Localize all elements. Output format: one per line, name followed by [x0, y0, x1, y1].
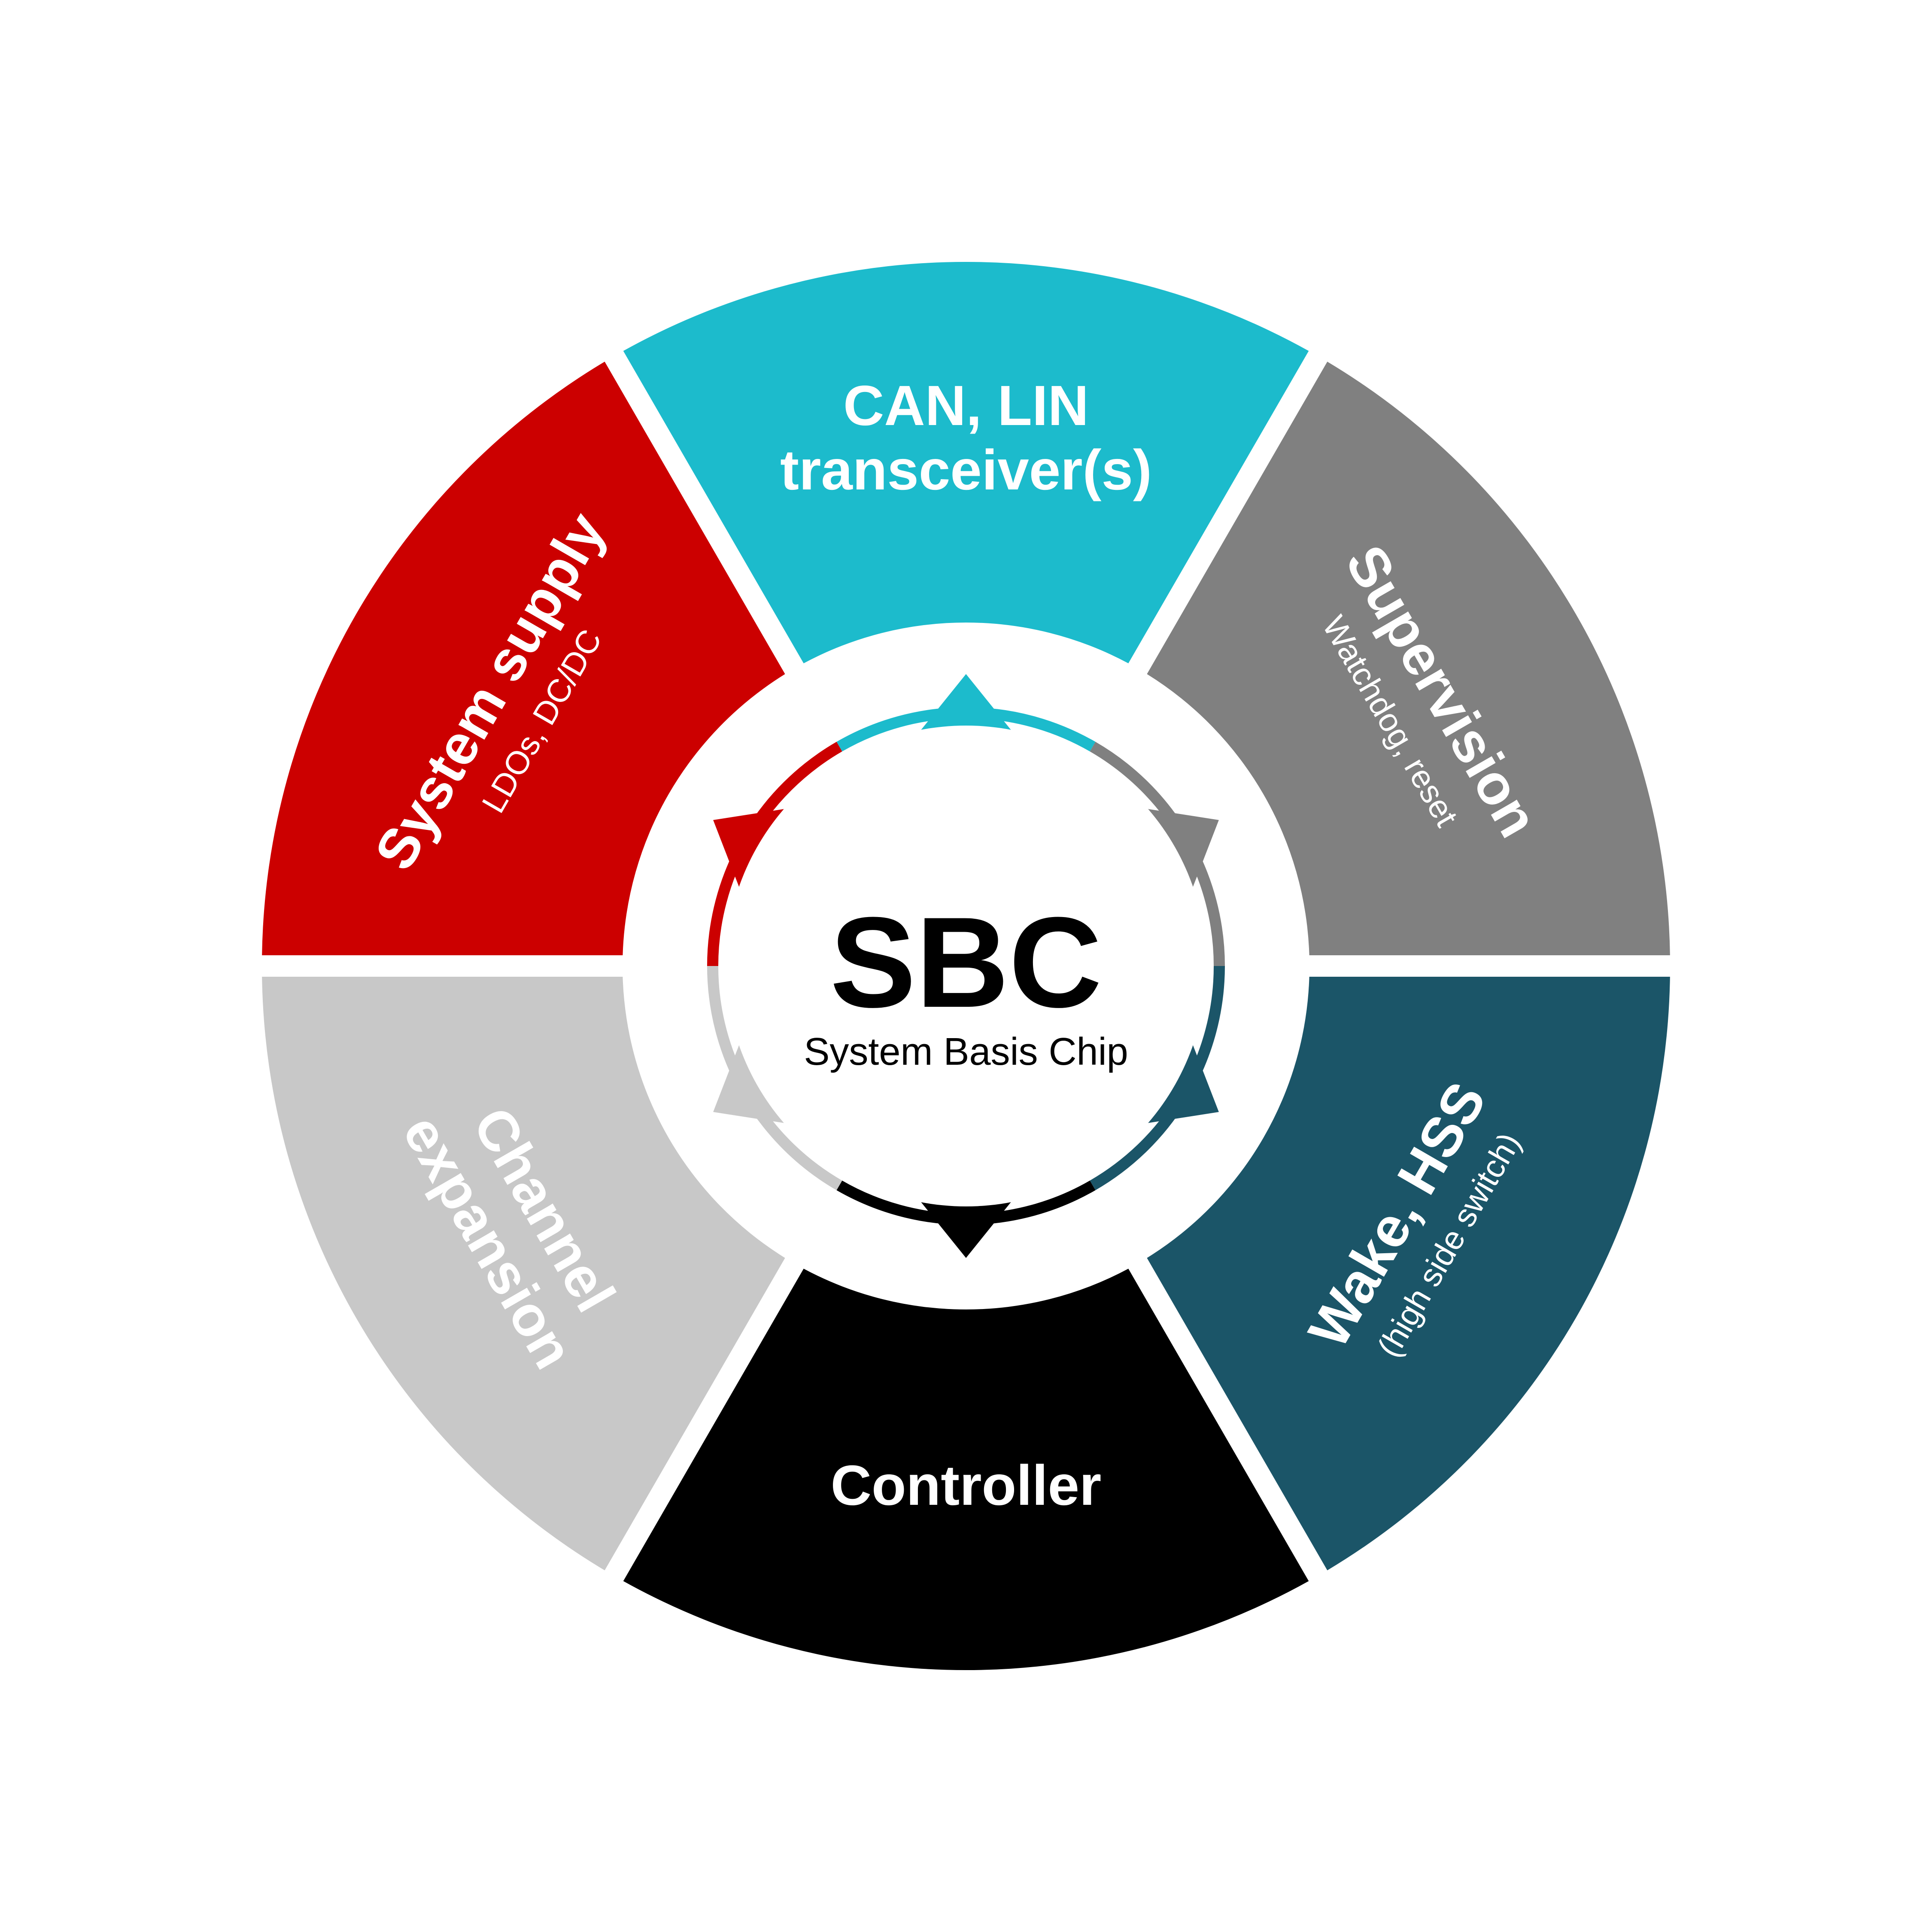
segment-title-controller: Controller: [831, 1454, 1102, 1517]
segment-title-can-lin: transceiver(s): [780, 438, 1152, 501]
pointer-controller: [917, 1197, 1015, 1258]
segment-controller: [623, 1268, 1309, 1671]
hub-arc-wake-hss: [1090, 966, 1225, 1191]
segment-channel-expansion: [262, 977, 785, 1571]
segment-can-lin: [623, 262, 1309, 664]
center-circle: [726, 726, 1206, 1206]
segment-title-can-lin: CAN, LIN: [843, 374, 1089, 437]
pointer-can-lin: [917, 674, 1015, 735]
hub-arcs: [707, 707, 1225, 1225]
hub-arc-channel-expansion: [707, 966, 842, 1191]
center-title: SBC: [830, 890, 1102, 1034]
hub-arc-can-lin: [836, 707, 1096, 752]
center-subtitle: System Basis Chip: [804, 1030, 1128, 1073]
hub-arc-system-supply: [707, 741, 842, 966]
segment-wake-hss: [1147, 977, 1670, 1571]
hub-arc-controller: [836, 1180, 1096, 1225]
segment-supervision: [1147, 361, 1670, 956]
hub-arc-supervision: [1090, 741, 1225, 966]
label-controller: Controller: [831, 1454, 1102, 1517]
segment-system-supply: [262, 361, 785, 956]
segment-ring: [262, 262, 1670, 1671]
